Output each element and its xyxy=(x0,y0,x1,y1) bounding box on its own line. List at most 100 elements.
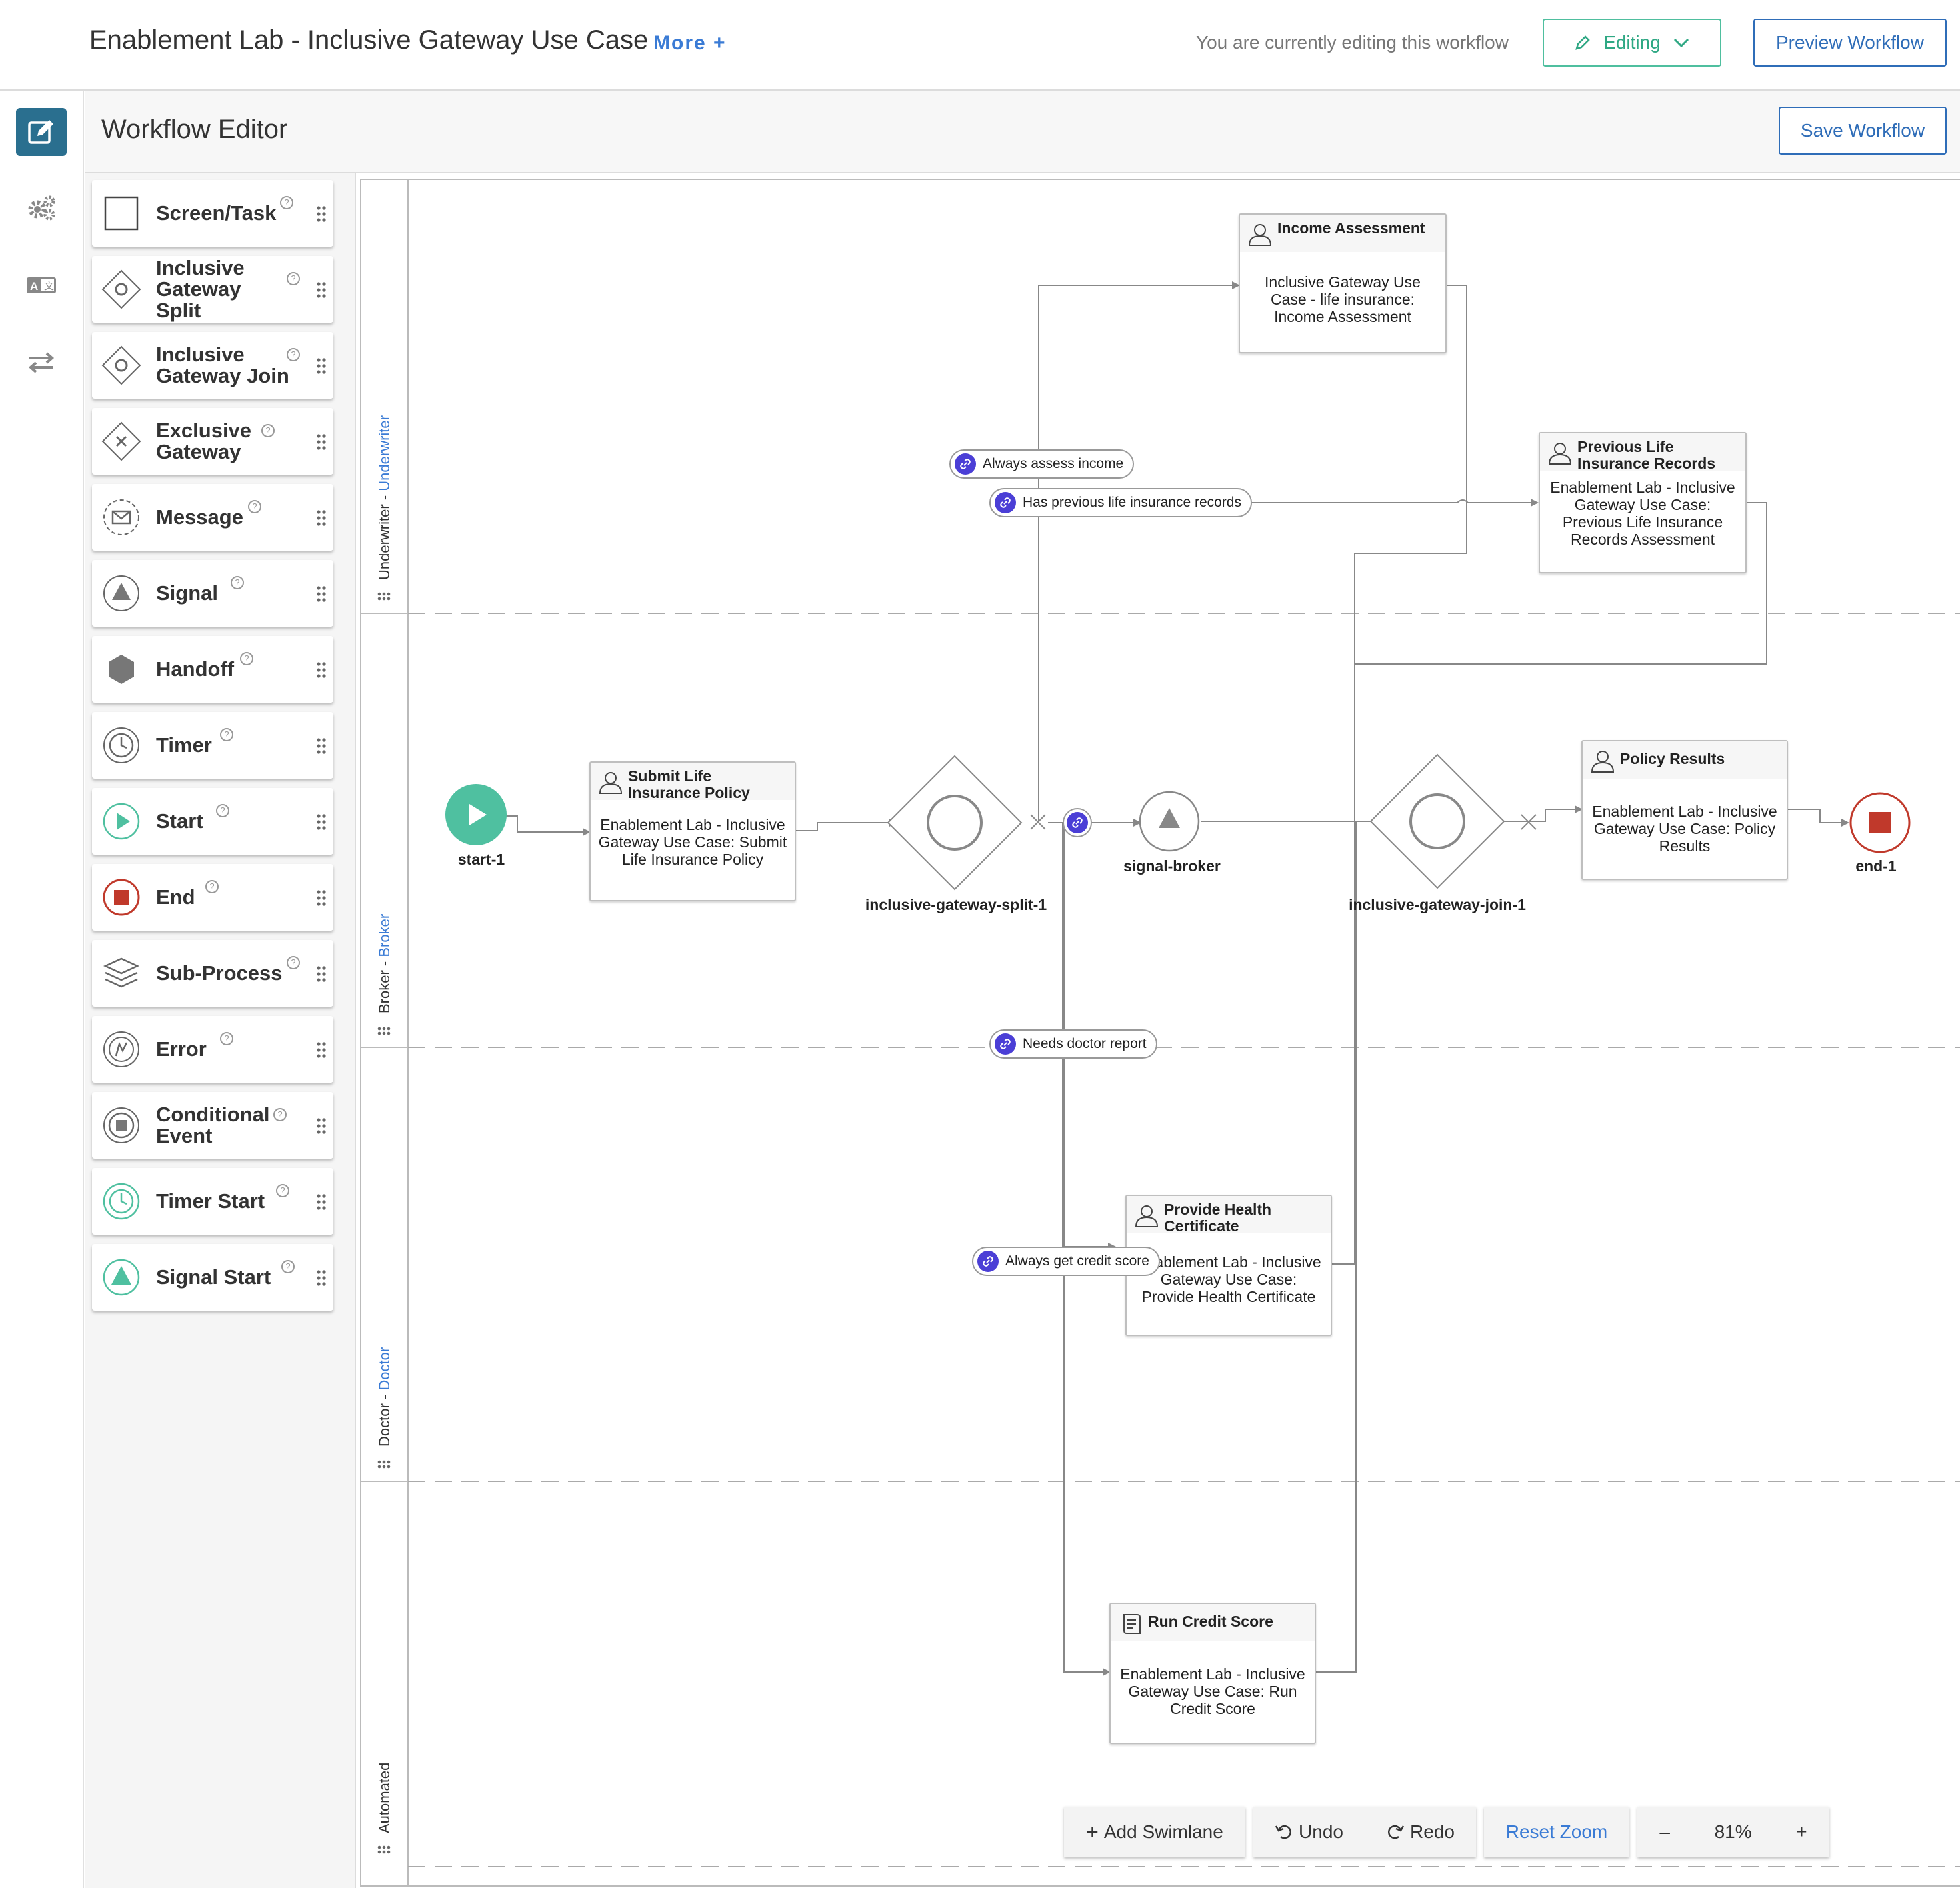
help-icon[interactable]: ? xyxy=(220,728,233,741)
task-previous-life-insurance-records[interactable]: Previous Life Insurance Records Enableme… xyxy=(1539,432,1747,573)
inclusive-gateway-join[interactable] xyxy=(1368,752,1507,891)
drag-handle-icon[interactable] xyxy=(316,889,327,907)
reset-zoom-button[interactable]: Reset Zoom xyxy=(1484,1807,1629,1857)
palette-item-start[interactable]: Start ? xyxy=(92,788,333,855)
help-icon[interactable]: ? xyxy=(240,652,253,665)
conditional-event-icon xyxy=(103,1107,139,1143)
task-description: Enablement Lab - Inclusive Gateway Use C… xyxy=(1136,1253,1321,1305)
translate-icon[interactable]: A 文 xyxy=(16,261,67,309)
drag-handle-icon[interactable] xyxy=(316,1117,327,1135)
task-title: Income Assessment xyxy=(1277,219,1425,237)
palette-item-exclusive-gateway[interactable]: Exclusive Gateway ? xyxy=(92,408,333,475)
task-description: Enablement Lab - Inclusive Gateway Use C… xyxy=(598,816,787,868)
help-icon[interactable]: ? xyxy=(220,1032,233,1045)
palette-label: Exclusive Gateway xyxy=(156,419,252,463)
palette-item-handoff[interactable]: Handoff ? xyxy=(92,636,333,703)
palette-item-timer-start[interactable]: Timer Start ? xyxy=(92,1168,333,1235)
lane-drag-handle-icon[interactable] xyxy=(377,1460,391,1469)
signal-event[interactable] xyxy=(1137,789,1201,853)
drag-handle-icon[interactable] xyxy=(316,1193,327,1211)
palette-label: Error xyxy=(156,1037,207,1061)
help-icon[interactable]: ? xyxy=(287,348,300,361)
task-policy-results[interactable]: Policy Results Enablement Lab - Inclusiv… xyxy=(1581,740,1788,880)
palette-item-end[interactable]: End ? xyxy=(92,864,333,931)
help-icon[interactable]: ? xyxy=(261,424,275,437)
signal-start-icon xyxy=(103,1259,140,1296)
help-icon[interactable]: ? xyxy=(287,956,300,969)
start-event[interactable] xyxy=(444,783,508,847)
palette-item-signal[interactable]: Signal ? xyxy=(92,560,333,627)
editor-header: Workflow Editor Save Workflow xyxy=(85,91,1960,173)
help-icon[interactable]: ? xyxy=(281,1260,295,1273)
palette-item-inclusive-gateway-split[interactable]: Inclusive Gateway Split ? xyxy=(92,256,333,323)
zoom-out-button[interactable]: – xyxy=(1659,1821,1670,1842)
drag-handle-icon[interactable] xyxy=(316,585,327,603)
lane-drag-handle-icon[interactable] xyxy=(377,1027,391,1036)
task-income-assessment[interactable]: Income Assessment Inclusive Gateway Use … xyxy=(1239,213,1447,353)
condition-label: Needs doctor report xyxy=(1023,1036,1147,1051)
lane-label-broker: Broker - Broker xyxy=(376,913,393,1013)
edit-icon[interactable] xyxy=(16,108,67,156)
preview-workflow-button[interactable]: Preview Workflow xyxy=(1753,19,1947,67)
diagram-lines xyxy=(360,179,1960,1887)
help-icon[interactable]: ? xyxy=(273,1108,287,1121)
condition-always-get-credit-score[interactable]: Always get credit score xyxy=(972,1247,1160,1276)
editing-mode-dropdown[interactable]: Editing xyxy=(1543,19,1721,67)
palette-item-sub-process[interactable]: Sub-Process ? xyxy=(92,940,333,1007)
task-title: Submit Life Insurance Policy xyxy=(628,767,750,801)
task-provide-health-certificate[interactable]: Provide Health Certificate Enablement La… xyxy=(1125,1195,1332,1336)
workflow-canvas[interactable]: Underwriter - Underwriter Broker - Broke… xyxy=(357,176,1960,1888)
top-header: Enablement Lab - Inclusive Gateway Use C… xyxy=(0,0,1960,91)
link-icon xyxy=(995,1033,1016,1055)
join-label: inclusive-gateway-join-1 xyxy=(1349,896,1526,913)
lane-drag-handle-icon[interactable] xyxy=(377,1845,391,1855)
add-swimlane-button[interactable]: +Add Swimlane xyxy=(1064,1807,1245,1857)
palette-item-screen-task[interactable]: Screen/Task ? xyxy=(92,180,333,247)
palette-item-signal-start[interactable]: Signal Start ? xyxy=(92,1244,333,1311)
palette-item-error[interactable]: Error ? xyxy=(92,1016,333,1083)
end-event[interactable] xyxy=(1848,791,1912,855)
zoom-in-button[interactable]: + xyxy=(1796,1821,1807,1842)
drag-handle-icon[interactable] xyxy=(316,205,327,223)
drag-handle-icon[interactable] xyxy=(316,965,327,983)
undo-button[interactable]: Undo xyxy=(1275,1821,1343,1843)
drag-handle-icon[interactable] xyxy=(316,433,327,451)
condition-needs-doctor-report[interactable]: Needs doctor report xyxy=(989,1029,1157,1059)
help-icon[interactable]: ? xyxy=(276,1184,289,1197)
drag-handle-icon[interactable] xyxy=(316,281,327,299)
task-title: Provide Health Certificate xyxy=(1164,1201,1272,1235)
drag-handle-icon[interactable] xyxy=(316,1041,327,1059)
drag-handle-icon[interactable] xyxy=(316,737,327,755)
palette-item-conditional-event[interactable]: Conditional Event ? xyxy=(92,1092,333,1159)
save-workflow-button[interactable]: Save Workflow xyxy=(1779,107,1947,155)
help-icon[interactable]: ? xyxy=(287,272,300,285)
help-icon[interactable]: ? xyxy=(248,500,261,513)
help-icon[interactable]: ? xyxy=(280,196,293,209)
user-icon xyxy=(1548,443,1572,465)
help-icon[interactable]: ? xyxy=(231,576,244,589)
palette-item-inclusive-gateway-join[interactable]: Inclusive Gateway Join ? xyxy=(92,332,333,399)
help-icon[interactable]: ? xyxy=(216,804,229,817)
drag-handle-icon[interactable] xyxy=(316,1269,327,1287)
flow-link-badge[interactable] xyxy=(1063,808,1092,837)
condition-has-previous-records[interactable]: Has previous life insurance records xyxy=(989,488,1252,517)
redo-button[interactable]: Redo xyxy=(1386,1821,1455,1843)
inclusive-gateway-split[interactable] xyxy=(885,753,1024,892)
drag-handle-icon[interactable] xyxy=(316,813,327,831)
palette-item-message[interactable]: Message ? xyxy=(92,484,333,551)
drag-handle-icon[interactable] xyxy=(316,509,327,527)
help-icon[interactable]: ? xyxy=(205,880,219,893)
drag-handle-icon[interactable] xyxy=(316,357,327,375)
lane-drag-handle-icon[interactable] xyxy=(377,592,391,601)
script-icon xyxy=(1123,1614,1141,1634)
lane-label-underwriter: Underwriter - Underwriter xyxy=(376,415,393,580)
settings-gears-icon[interactable] xyxy=(16,184,67,232)
palette-item-timer[interactable]: Timer ? xyxy=(92,712,333,779)
more-link[interactable]: More + xyxy=(653,32,727,54)
task-run-credit-score[interactable]: Run Credit Score Enablement Lab - Inclus… xyxy=(1109,1603,1316,1744)
condition-always-assess-income[interactable]: Always assess income xyxy=(949,449,1135,479)
editing-label: Editing xyxy=(1603,32,1661,53)
task-submit-life-insurance-policy[interactable]: Submit Life Insurance Policy Enablement … xyxy=(589,761,796,901)
drag-handle-icon[interactable] xyxy=(316,661,327,679)
swap-arrows-icon[interactable] xyxy=(16,339,67,387)
